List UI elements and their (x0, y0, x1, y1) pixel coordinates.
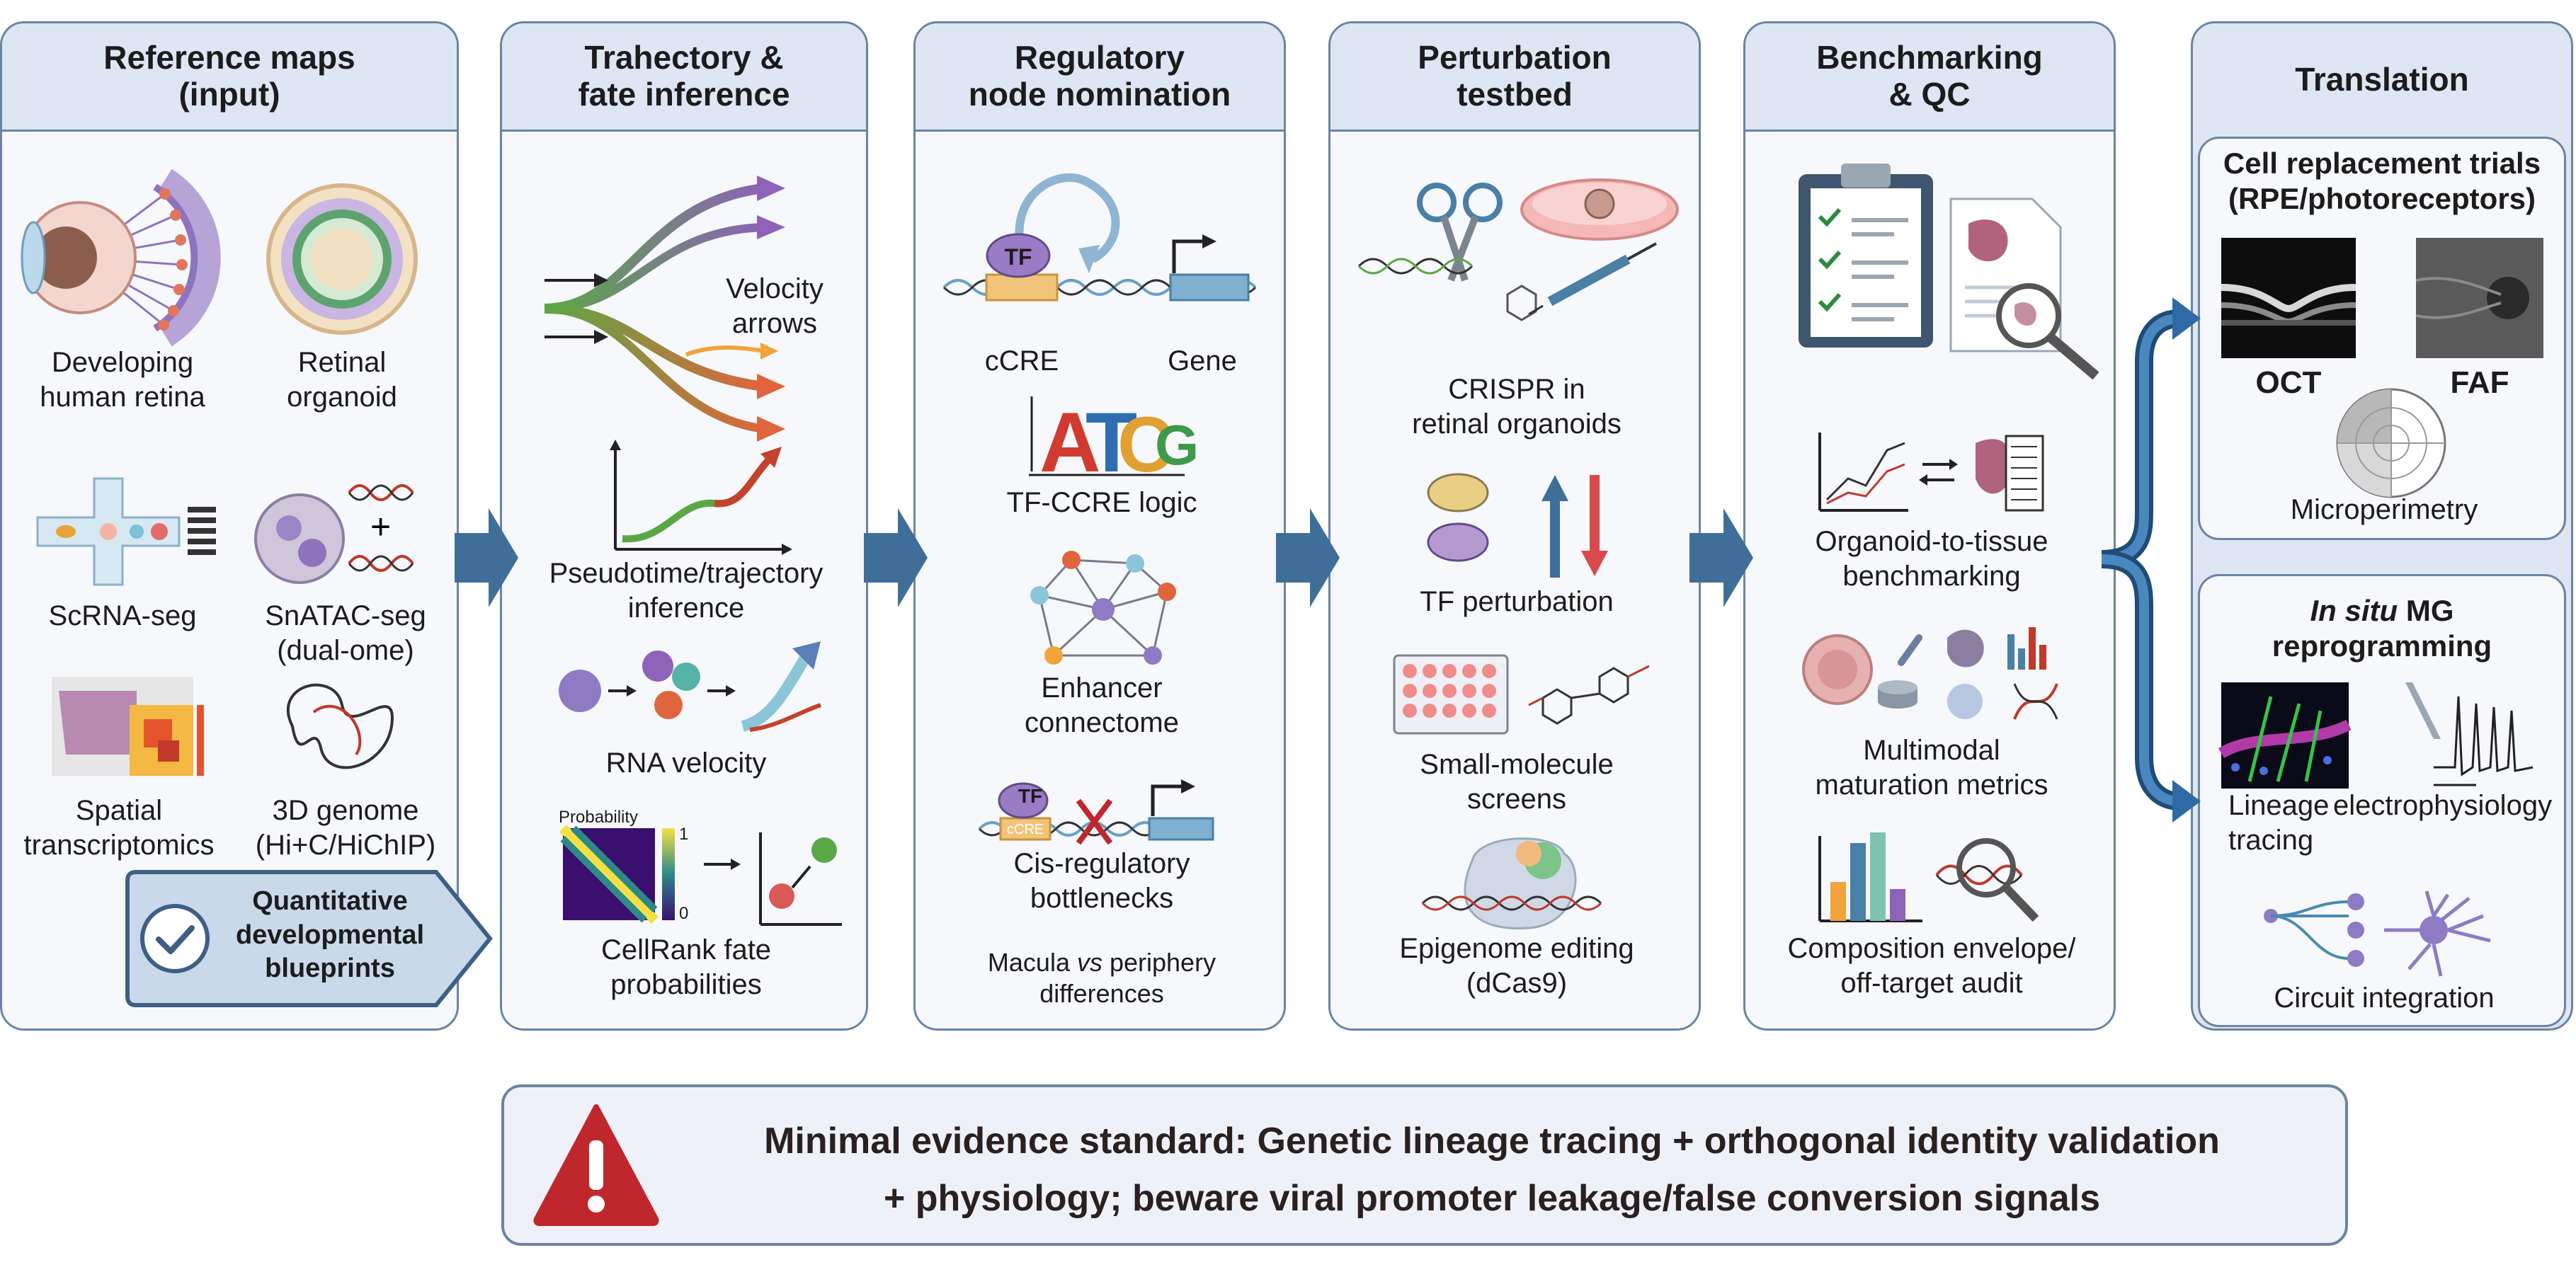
oct-label: OCT (2255, 365, 2322, 400)
snatac-nucleus-icon: + (254, 484, 414, 584)
panel-reference-maps: Reference maps(input) Develop (0, 21, 459, 1031)
flow-arrow-1 (455, 508, 518, 607)
clipboard-icon (1799, 164, 1933, 348)
evidence-standard-banner: Minimal evidence standard: Genetic linea… (501, 1084, 2348, 1246)
tf-label: TF (1004, 244, 1032, 270)
scale-min-label: 0 (679, 904, 689, 923)
flow-arrow-3 (1276, 508, 1340, 607)
dcas9-illustration (1421, 837, 1602, 930)
circuit-integration-illustration (2264, 890, 2491, 977)
microperimetry-label: Microperimetry (2290, 494, 2478, 525)
cell-replacement-title: Cell replacement trials(RPE/photorecepto… (2223, 147, 2541, 215)
fate-probability-heatmap (559, 825, 675, 924)
panel-translation: Translation Cell replacement trials(RPE/… (2191, 21, 2573, 1031)
panel-title: Benchmarking& QC (1745, 23, 2114, 130)
sequence-logo: A T C G (1029, 395, 1199, 490)
panel-title: Translation (2193, 23, 2571, 137)
retinal-organoid-illustration (266, 183, 418, 335)
maturation-metrics-icons (1802, 627, 2058, 720)
faf-label: FAF (2450, 365, 2509, 400)
banner-text: Minimal evidence standard: Genetic linea… (764, 1121, 2220, 1219)
tf-perturbation-label: TF perturbation (1420, 586, 1614, 617)
scrna-microfluidic-icon (36, 477, 216, 586)
blueprints-callout: Quantitative developmental blueprints (125, 869, 493, 1008)
electrophysiology-label: electrophysiology (2333, 790, 2553, 821)
crispr-illustration (1357, 178, 1679, 321)
faf-image (2415, 238, 2543, 358)
circuit-integration-label: Circuit integration (2274, 982, 2495, 1014)
panel-benchmarking: Benchmarking& QC Organoid-t (1743, 21, 2116, 1031)
composition-label: Composition envelope/off-target audit (1787, 933, 2076, 999)
developing-retina-illustration (21, 168, 221, 347)
pseudotime-plot (610, 440, 792, 555)
tf-ccre-logic-label: TF-CCRE logic (1006, 487, 1197, 518)
composition-audit-icons (1818, 832, 2039, 922)
electrophysiology-trace (2405, 682, 2534, 786)
tf-perturbation-illustration (1427, 473, 1608, 578)
oct-image (2221, 238, 2356, 358)
flow-arrow-2 (864, 508, 928, 607)
enhancer-network-illustration (1030, 551, 1176, 665)
scale-max-label: 1 (679, 825, 689, 844)
cell-replacement-box: Cell replacement trials(RPE/photorecepto… (2198, 137, 2566, 540)
document-magnifier-icon (1949, 197, 2099, 380)
logo-letter-g: G (1155, 413, 1199, 476)
tf-ccre-gene-illustration (942, 173, 1257, 302)
scrna-label: ScRNA-seg (48, 600, 197, 631)
benchmark-chart-icon (1818, 432, 2044, 512)
panel-title: Reference maps(input) (2, 23, 457, 130)
3d-genome-label: 3D genome(Hi+C/HiChIP) (255, 795, 436, 861)
check-circle-icon (140, 904, 210, 973)
mg-reprogramming-title: In situ MG reprogramming (2272, 594, 2492, 663)
tf-label-2: TF (1018, 785, 1043, 807)
panel-title: Trahectory &fate inference (502, 23, 866, 130)
flow-arrow-4 (1689, 508, 1753, 607)
epigenome-label: Epigenome editing(dCas9) (1399, 933, 1634, 999)
3d-genome-icon (286, 683, 394, 769)
microperimetry-chart (2336, 388, 2446, 498)
bottleneck-illustration (978, 779, 1214, 845)
lineage-microscopy-image (2218, 682, 2352, 789)
spatial-heatmap-icon (52, 677, 204, 776)
branch-arrow-to-translation (2101, 297, 2201, 823)
snatac-label: SnATAC-seg(dual-ome) (265, 600, 426, 666)
probability-label: Probability (559, 808, 639, 827)
ccre-label-2: cCRE (1006, 822, 1044, 837)
rna-velocity-label: RNA velocity (605, 747, 767, 779)
ccre-label: cCRE (984, 345, 1059, 377)
rna-velocity-illustration (559, 641, 821, 732)
macula-label: Macula vs periphery differences (987, 948, 1216, 1008)
fate-arrow-plot (704, 832, 842, 926)
blueprints-text: Quantitative developmental blueprints (235, 886, 425, 983)
velocity-arrows-illustration (544, 176, 785, 442)
svg-text:+: + (370, 507, 391, 546)
warning-icon (533, 1104, 659, 1226)
gene-label: Gene (1168, 345, 1237, 377)
well-plate-illustration (1393, 654, 1650, 735)
